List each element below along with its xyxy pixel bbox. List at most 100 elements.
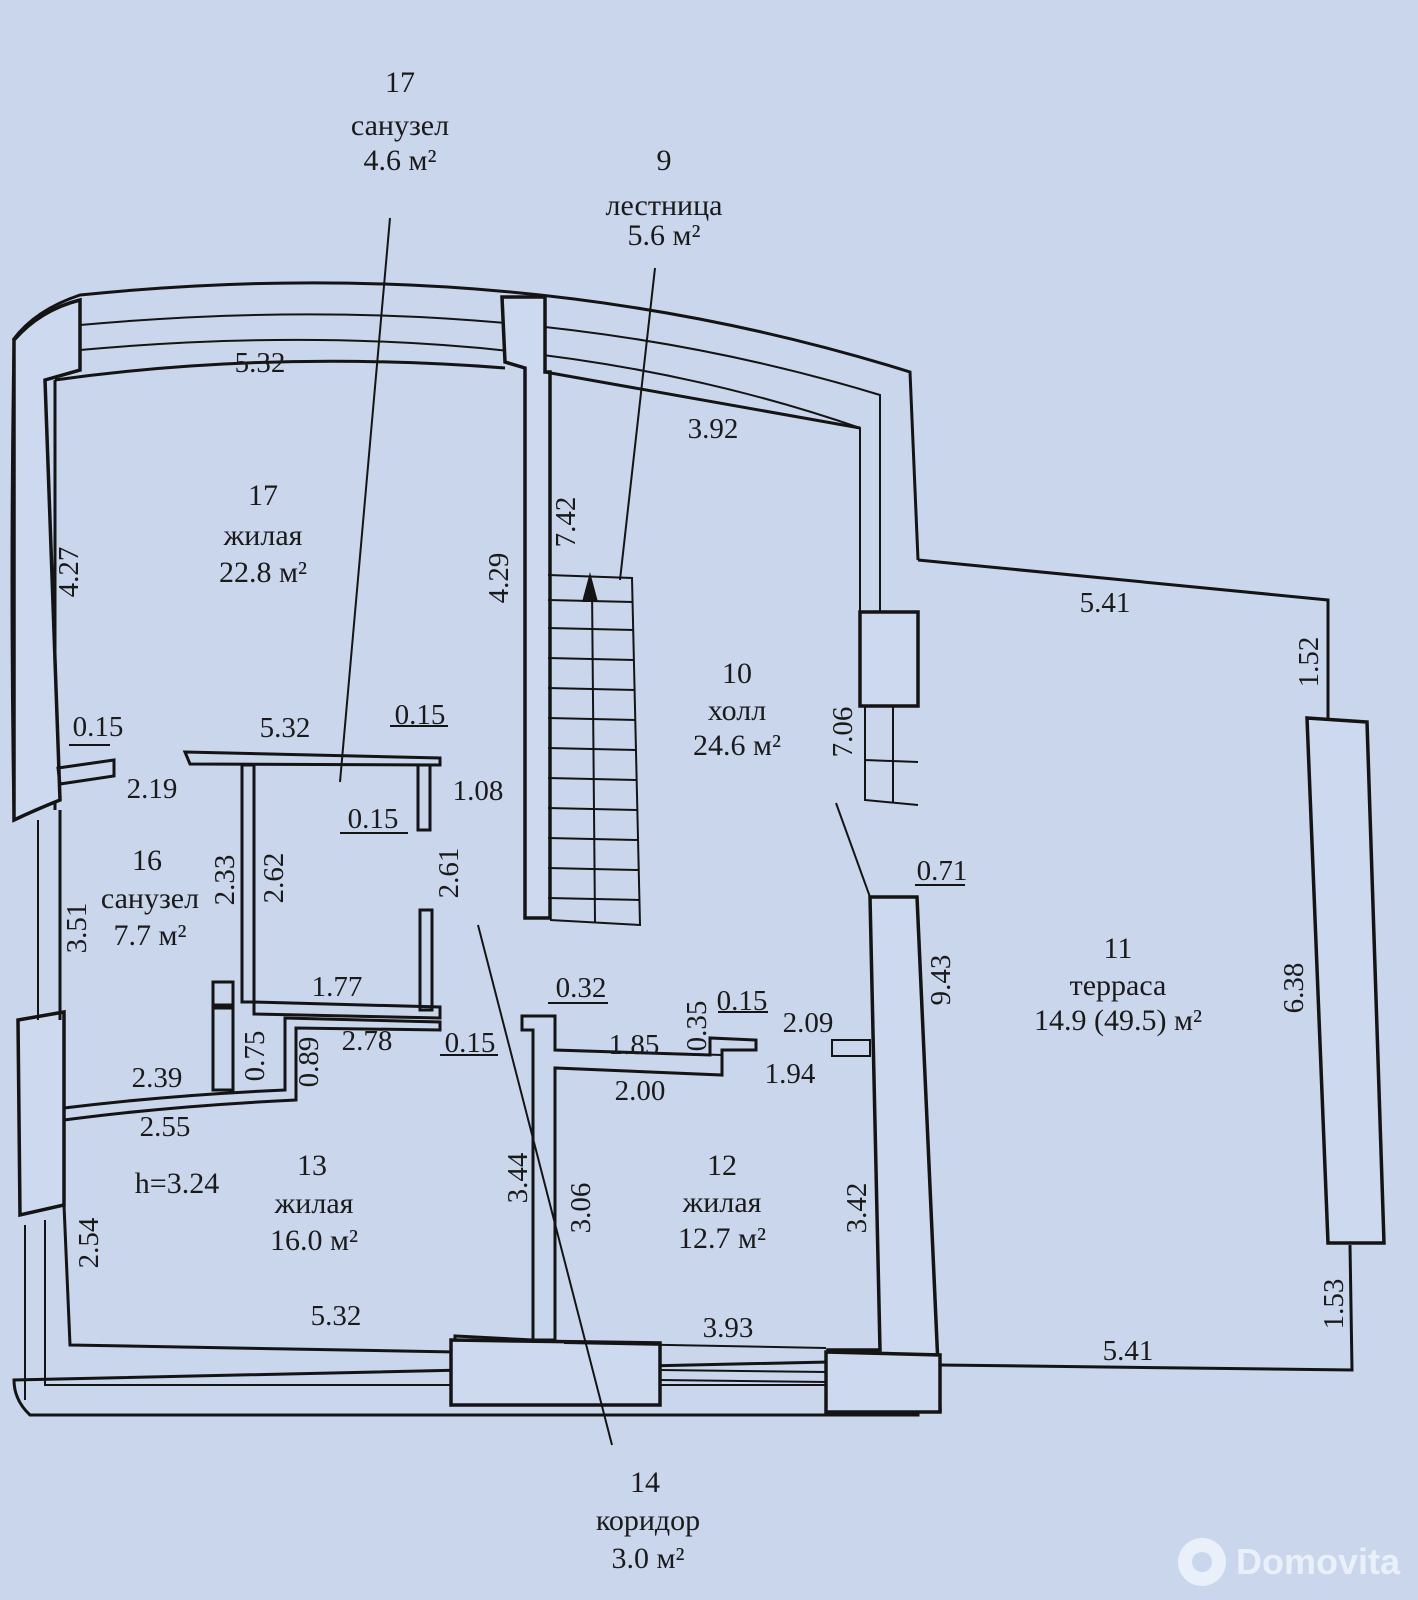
wall-room16-top — [56, 758, 116, 786]
watermark-logo-icon — [1177, 1538, 1226, 1586]
room-label-16: 16 санузел 7.7 м² — [101, 844, 199, 952]
wall-hall-right — [544, 370, 861, 430]
dim-label: 3.51 — [61, 903, 93, 954]
room-12-number: 12 — [707, 1149, 737, 1182]
dim-label: 3.92 — [688, 413, 739, 445]
room-10-area: 24.6 м² — [693, 729, 781, 762]
dim-label: 2.54 — [73, 1217, 105, 1268]
room-16-name: санузел — [101, 882, 199, 915]
stair-arrow-icon — [582, 572, 598, 602]
room-17-area: 22.8 м² — [219, 556, 307, 589]
hall-door-swing — [835, 802, 871, 898]
dim-label: 5.32 — [235, 347, 286, 379]
room-9-number: 9 — [657, 144, 672, 177]
dim-label: 2.09 — [783, 1007, 834, 1039]
room-13-name: жилая — [274, 1187, 354, 1220]
room-16-area: 7.7 м² — [114, 919, 187, 952]
dim-label: 1.85 — [609, 1029, 660, 1061]
stair-steps — [547, 587, 640, 923]
dim-label: 1.52 — [1293, 637, 1325, 688]
room-11-area: 14.9 (49.5) м² — [1034, 1004, 1202, 1037]
room-10-name: холл — [708, 694, 766, 727]
room-14-name: коридор — [596, 1504, 700, 1537]
room-label-14: 14 коридор 3.0 м² — [596, 1466, 700, 1575]
outer-band-line-1 — [79, 313, 881, 620]
room-label-11: 11 терраса 14.9 (49.5) м² — [1034, 932, 1202, 1037]
wall-room15-top — [182, 750, 442, 767]
room-9-name: лестница — [606, 189, 723, 222]
room-label-10: 10 холл 24.6 м² — [693, 657, 781, 762]
dim-label: 5.32 — [311, 1300, 362, 1332]
dim-label: 2.00 — [615, 1075, 666, 1107]
terrace-outline — [917, 558, 1354, 1372]
dim-label: 0.15 — [73, 711, 124, 743]
dim-label: 2.19 — [127, 773, 178, 805]
dim-label: 5.41 — [1103, 1335, 1154, 1367]
dim-label: 0.71 — [917, 855, 968, 887]
dim-label: 6.38 — [1278, 963, 1310, 1014]
wall-room16-bottom — [62, 1016, 442, 1122]
wall-room15-right — [416, 763, 432, 832]
dim-label: 0.15 — [717, 985, 768, 1017]
room-label-9: 9 лестница 5.6 м² — [606, 144, 723, 252]
room-15-number: 17 — [385, 66, 415, 99]
room-label-17: 17 жилая 22.8 м² — [219, 479, 307, 589]
left-window-block-bottom — [16, 1009, 66, 1218]
room-13-area: 16.0 м² — [270, 1224, 358, 1257]
dim-label: 0.89 — [293, 1037, 325, 1088]
dim-label: 5.32 — [260, 712, 311, 744]
wall-hall-terrace — [826, 895, 942, 1412]
dim-label: 4.29 — [483, 553, 515, 604]
room-12-name: жилая — [682, 1186, 762, 1219]
stair-wall-column — [500, 295, 552, 920]
dim-label: 1.53 — [1318, 1279, 1350, 1330]
dim-label: 5.41 — [1080, 587, 1131, 619]
room-9-area: 5.6 м² — [628, 219, 701, 252]
outer-band-line-2 — [79, 338, 861, 620]
outer-band-bottom — [24, 1220, 830, 1400]
leader-15 — [339, 217, 391, 783]
room12-stub-line — [555, 1049, 723, 1056]
dim-label: 0.15 — [445, 1027, 496, 1059]
dim-label: 1.94 — [765, 1058, 816, 1090]
room-16-number: 16 — [132, 844, 162, 877]
dim-label: 9.43 — [925, 955, 957, 1006]
bottom-glass-lines — [563, 1342, 827, 1383]
room-14-number: 14 — [630, 1466, 660, 1499]
room-11-name: терраса — [1070, 969, 1167, 1002]
wall-room17-top — [54, 359, 506, 382]
ceiling-height-label: h=3.24 — [135, 1167, 219, 1200]
watermark-logo: Domovita — [1177, 1538, 1400, 1586]
dim-label: 2.33 — [209, 855, 241, 906]
dim-label: 1.77 — [312, 971, 363, 1003]
watermark-text: Domovita — [1235, 1541, 1400, 1582]
room-label-15: 17 санузел 4.6 м² — [351, 66, 449, 177]
bottom-window-block-right — [824, 1350, 942, 1414]
leader-14 — [477, 924, 613, 1446]
window-hall-lines — [864, 706, 919, 806]
dim-label: 2.78 — [342, 1025, 393, 1057]
dim-label: 3.06 — [565, 1183, 597, 1234]
leader-9 — [619, 267, 656, 581]
dim-label: 1.08 — [453, 775, 504, 807]
room-13-number: 13 — [297, 1149, 327, 1182]
dim-label: 0.75 — [239, 1031, 271, 1082]
dim-label: 3.44 — [502, 1152, 534, 1203]
room-10-number: 10 — [722, 657, 752, 690]
dim-label: 7.42 — [550, 497, 582, 548]
room-label-13: 13 жилая 16.0 м² — [270, 1149, 358, 1257]
room-14-area: 3.0 м² — [612, 1542, 685, 1575]
dim-label: 7.06 — [827, 707, 859, 758]
room-11-number: 11 — [1104, 932, 1133, 965]
wall-room16-right — [211, 1003, 235, 1092]
room-17-number: 17 — [248, 479, 278, 512]
terrace-railing-block — [1305, 716, 1386, 1245]
room-15-name: санузел — [351, 109, 449, 142]
dim-label: 4.27 — [53, 547, 85, 598]
left-window-block-top — [12, 297, 82, 823]
room-15-area: 4.6 м² — [364, 144, 437, 177]
room-label-12: 12 жилая 12.7 м² — [678, 1149, 766, 1255]
dim-label: 2.55 — [140, 1111, 191, 1143]
